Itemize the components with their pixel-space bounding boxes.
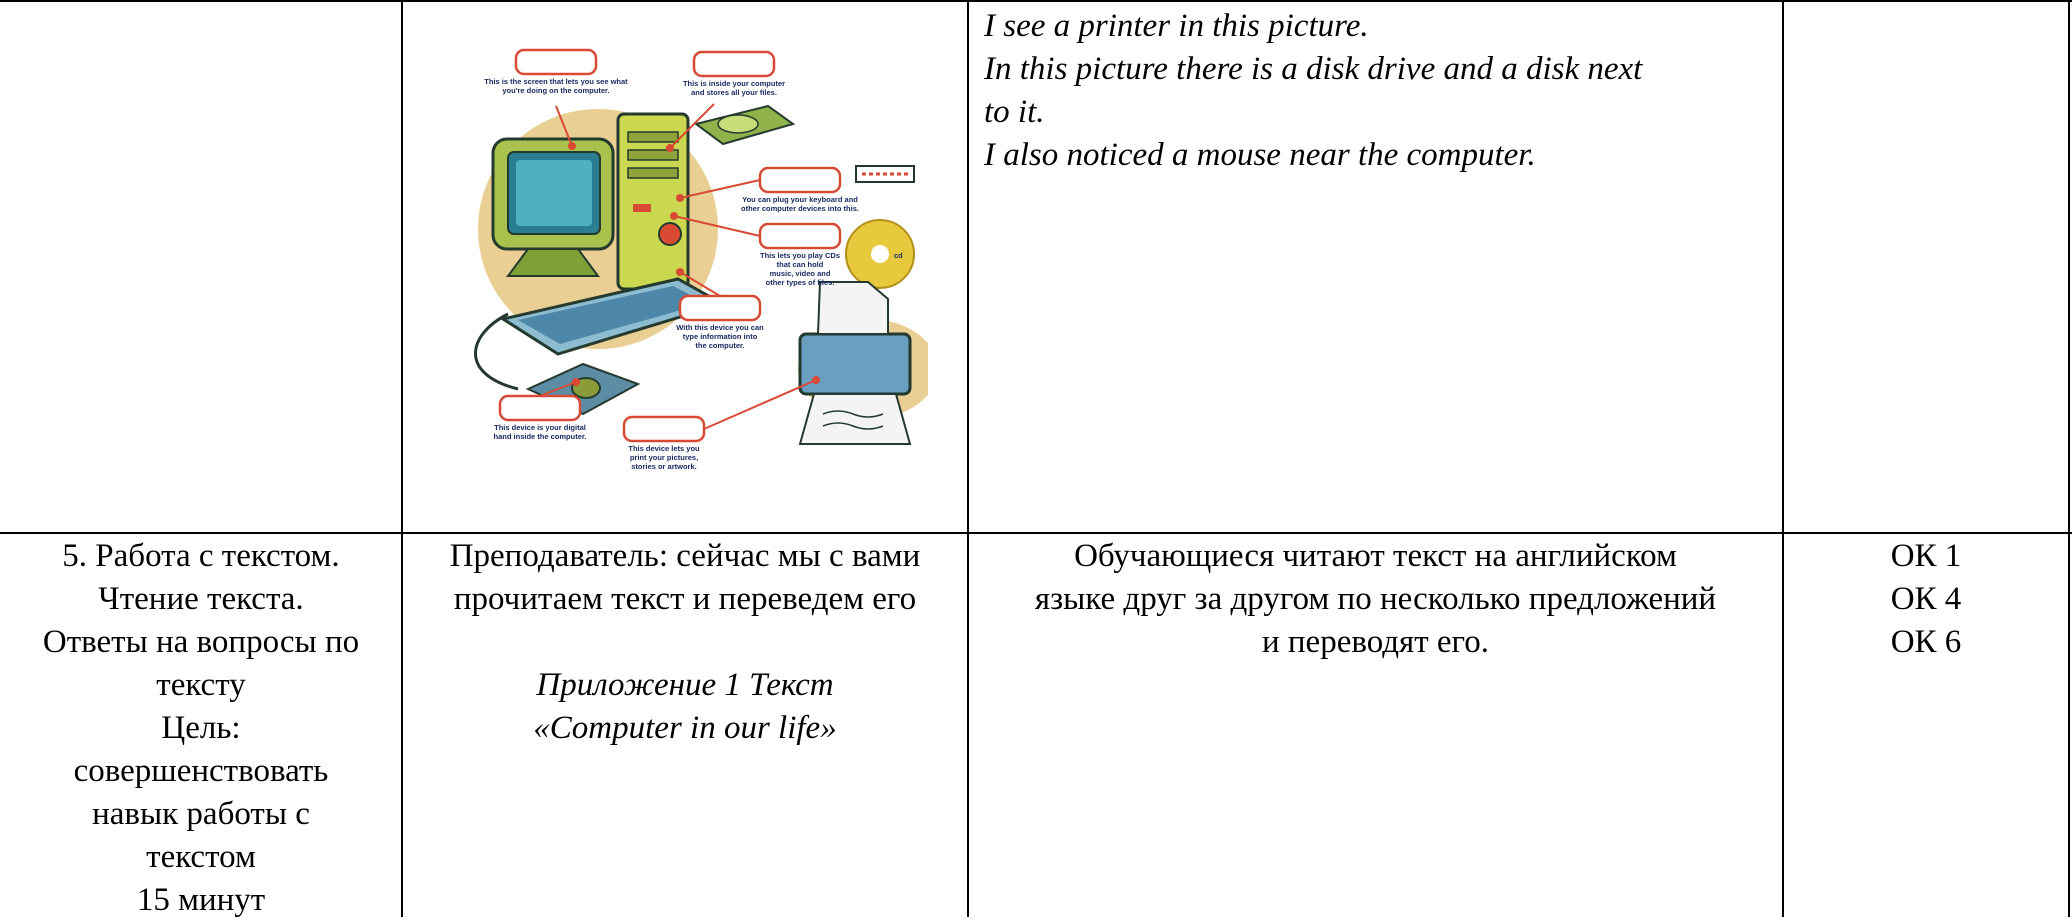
table-border-row [0, 532, 2072, 534]
teacher-line: Преподаватель: сейчас мы с вами [449, 538, 921, 574]
observations-cell: I see a printer in this picture. In this… [984, 5, 1774, 177]
competences-cell: ОК 1 ОК 4 ОК 6 [1786, 535, 2066, 664]
label-keyboard-line1: With this device you can [676, 323, 764, 332]
label-ports-line1: You can plug your keyboard and [742, 195, 858, 204]
observation-line: I also noticed a mouse near the computer… [984, 137, 1536, 173]
appendix-line: Приложение 1 Текст [536, 667, 834, 703]
stage-line: текстом [146, 839, 256, 875]
label-cd-line2: that can hold [777, 260, 824, 269]
stage-cell: 5. Работа с текстом. Чтение текста. Отве… [5, 535, 397, 922]
competence-item: ОК 6 [1890, 624, 1962, 660]
stage-line: тексту [156, 667, 246, 703]
stage-line: Ответы на вопросы по [42, 624, 360, 660]
students-line: языке друг за другом по несколько предло… [1034, 581, 1717, 617]
stage-line: 15 минут [136, 882, 266, 918]
competence-item: ОК 4 [1890, 581, 1962, 617]
stage-line: совершенствовать [73, 753, 329, 789]
label-ports-line2: other computer devices into this. [741, 204, 859, 213]
observation-line: In this picture there is a disk drive an… [984, 51, 1643, 87]
label-cd-line3: music, video and [770, 269, 831, 278]
stage-line: Цель: [161, 710, 241, 746]
students-line: Обучающиеся читают текст на английском [1074, 538, 1677, 574]
students-cell: Обучающиеся читают текст на английском я… [971, 535, 1780, 664]
label-hard-drive-line1: This is inside your computer [683, 79, 785, 88]
label-cd-line4: other types of files. [766, 278, 835, 287]
table-col-line-4 [2068, 0, 2070, 917]
label-printer-line2: print your pictures, [630, 453, 698, 462]
stage-line: Чтение текста. [98, 581, 304, 617]
cd-text: cd [894, 251, 903, 260]
table-col-line-1 [401, 0, 403, 917]
students-line: и переводят его. [1261, 624, 1490, 660]
stage-line: 5. Работа с текстом. [62, 538, 340, 574]
label-cd-line1: This lets you play CDs [760, 251, 840, 260]
label-hard-drive-line2: and stores all your files. [691, 88, 777, 97]
table-col-line-3 [1782, 0, 1784, 917]
label-screen-line2: you're doing on the computer. [502, 86, 609, 95]
competence-item: ОК 1 [1890, 538, 1962, 574]
appendix-title: «Computer in our life» [533, 710, 837, 746]
label-keyboard-line2: type information into [683, 332, 758, 341]
label-keyboard-line3: the computer. [695, 341, 744, 350]
label-printer-line1: This device lets you [628, 444, 700, 453]
computer-parts-illustration: cd [448, 44, 938, 494]
observation-line: to it. [984, 94, 1045, 130]
teacher-cell: Преподаватель: сейчас мы с вами прочитае… [405, 535, 965, 750]
label-screen-line1: This is the screen that lets you see wha… [484, 77, 628, 86]
table-border-top [0, 0, 2072, 2]
label-printer-line3: stories or artwork. [631, 462, 696, 471]
label-mouse-line2: hand inside the computer. [494, 432, 587, 441]
teacher-line: прочитаем текст и переведем его [453, 581, 917, 617]
observation-line: I see a printer in this picture. [984, 8, 1369, 44]
table-col-line-2 [967, 0, 969, 917]
label-mouse-line1: This device is your digital [494, 423, 586, 432]
stage-line: навык работы с [92, 796, 310, 832]
